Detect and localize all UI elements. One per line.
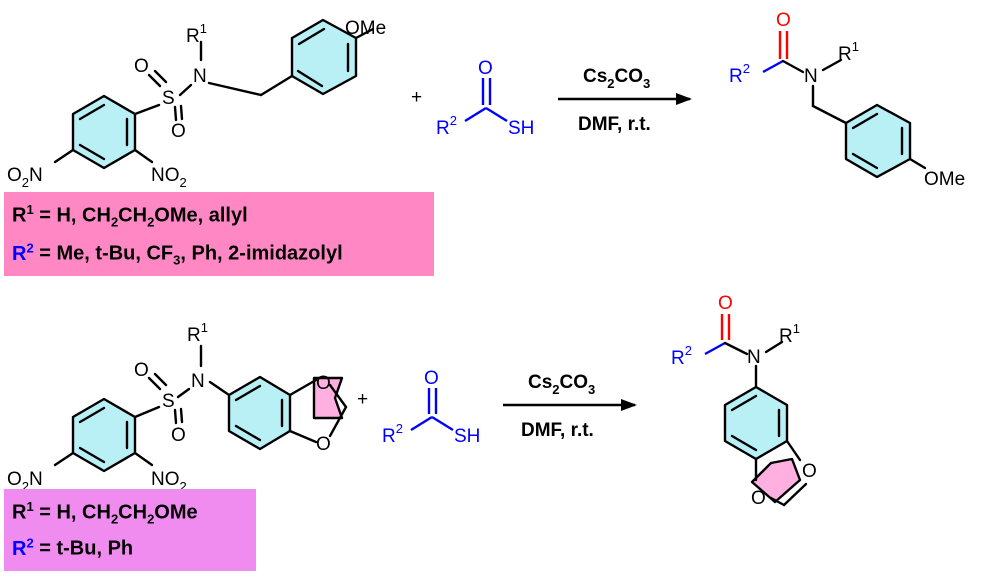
reaction-2: R1 N O O S O O: [7, 293, 817, 509]
n-label-1: N: [193, 66, 207, 87]
o-label-1a: O: [134, 56, 149, 77]
dinitro-ring-1: [71, 94, 137, 170]
dioxole-ring-2: [312, 376, 344, 420]
o2n-label-1: O2N: [7, 165, 43, 190]
reaction-1: OMe N R1 S O O NO2 O2N: [7, 10, 965, 190]
conditions-base-1: Cs2CO3: [583, 66, 650, 91]
r1-label-2: R1: [187, 320, 208, 346]
box1-line-r2: R2 = Me, t-Bu, CF3, Ph, 2-imidazolyl: [12, 240, 343, 268]
box2-line-r1: R1 = H, CH2CH2OMe: [12, 499, 198, 527]
s-label-1: S: [162, 88, 175, 109]
pmb-ring-product-1: [844, 103, 912, 179]
sh-label-1: SH: [508, 118, 534, 139]
svg-text:O: O: [776, 10, 791, 31]
o-label-2b: O: [316, 434, 331, 455]
box2-line-r2: R2 = t-Bu, Ph: [12, 535, 134, 560]
substituent-box-1: R1 = H, CH2CH2OMe, allyl R2 = Me, t-Bu, …: [4, 192, 434, 276]
dioxole-ring-p2: [750, 457, 802, 504]
no2-label-1: NO2: [151, 165, 187, 190]
conditions-solvent-1: DMF, r.t.: [578, 114, 651, 135]
o-label-p2b: O: [751, 488, 766, 509]
o-label-2c: O: [134, 360, 149, 381]
thioacid-2: O R2 SH: [382, 368, 480, 447]
substituent-box-2: R1 = H, CH2CH2OMe R2 = t-Bu, Ph: [4, 489, 256, 571]
o-label-2a: O: [316, 373, 331, 394]
plus-sign-1: +: [411, 87, 422, 108]
plus-sign-2: +: [357, 389, 368, 410]
dinitro-ring-2: [71, 397, 137, 473]
ome-label-1: OMe: [345, 18, 386, 39]
r2-label-p2: R2: [671, 343, 692, 369]
thioacid-1: O R2 SH: [436, 58, 534, 139]
n-label-p1: N: [804, 66, 818, 87]
r1-label-p2: R1: [779, 321, 800, 347]
svg-text:O: O: [718, 293, 733, 314]
r2-label-1: R2: [436, 113, 457, 139]
o2n-label-2: O2N: [7, 469, 43, 494]
s-label-2: S: [162, 391, 175, 412]
r1-label-p1: R1: [838, 39, 859, 65]
r2-label-p1: R2: [729, 61, 750, 87]
conditions-solvent-2: DMF, r.t.: [521, 420, 594, 441]
r2-label-2: R2: [382, 421, 403, 447]
no2-label-2: NO2: [151, 469, 187, 494]
o-label-1b: O: [171, 121, 186, 142]
box1-line-r1: R1 = H, CH2CH2OMe, allyl: [12, 202, 248, 230]
conditions-base-2: Cs2CO3: [528, 372, 595, 397]
svg-text:O: O: [478, 58, 493, 79]
aryl-ring-p2: [723, 385, 789, 461]
sulfonamide-pmb: OMe N R1 S O O NO2 O2N: [7, 18, 386, 190]
amide-product-1: O R2 N R1 OMe: [729, 10, 965, 190]
o-label-2d: O: [171, 425, 186, 446]
r1-label-1: R1: [186, 21, 207, 47]
svg-text:O: O: [424, 368, 439, 389]
n-label-p2: N: [747, 347, 761, 368]
o-label-p2a: O: [802, 461, 817, 482]
sulfonamide-benzodioxole: R1 N O O S O O: [7, 320, 348, 494]
amide-product-2: O R2 N R1 O O: [671, 293, 817, 509]
ome-label-p1: OMe: [924, 169, 965, 190]
sh-label-2: SH: [454, 426, 480, 447]
n-label-2: N: [191, 371, 205, 392]
